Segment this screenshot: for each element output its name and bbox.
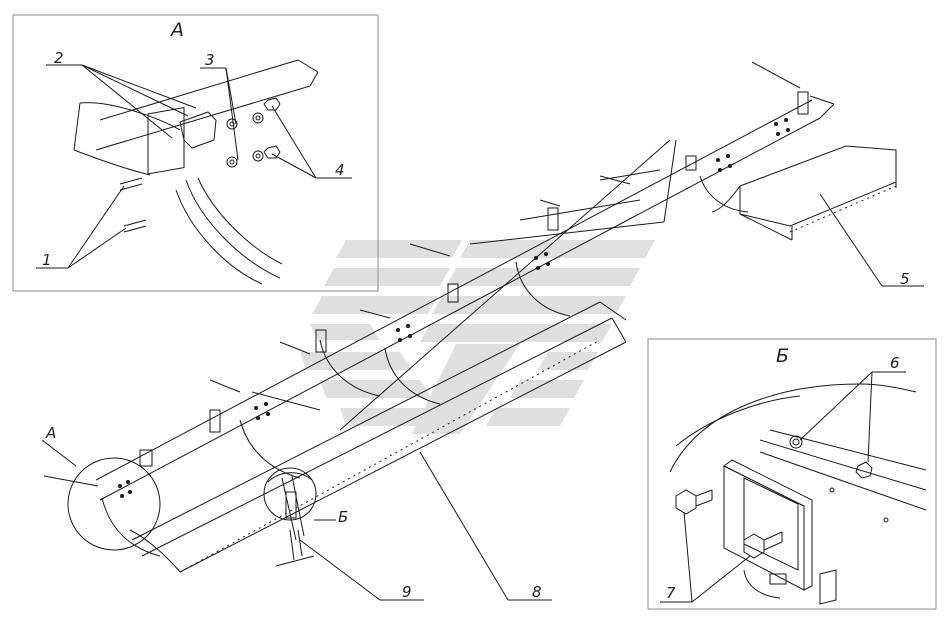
detail-b-frame [647, 338, 937, 610]
callout-7: 7 [666, 584, 676, 602]
detail-a-frame [12, 14, 379, 292]
callout-5: 5 [900, 270, 910, 288]
callout-6: 6 [890, 354, 900, 372]
main-assembly-drawing [41, 61, 924, 601]
marker-a-label: А [45, 424, 56, 442]
callout-2: 2 [54, 49, 64, 67]
detail-b-drawing [660, 371, 927, 605]
callout-3: 3 [205, 51, 215, 69]
detail-b-marker-circle [263, 467, 317, 521]
callout-1: 1 [42, 251, 52, 269]
detail-b-title: Б [776, 345, 789, 367]
detail-a-title: А [169, 19, 184, 41]
detail-a-marker-circle [67, 457, 161, 551]
detail-a-drawing [36, 59, 352, 285]
callout-9: 9 [402, 583, 412, 601]
marker-b-label: Б [338, 508, 348, 526]
callout-8: 8 [532, 583, 542, 601]
watermark-logo-icon [300, 240, 655, 434]
callout-4: 4 [335, 161, 345, 179]
